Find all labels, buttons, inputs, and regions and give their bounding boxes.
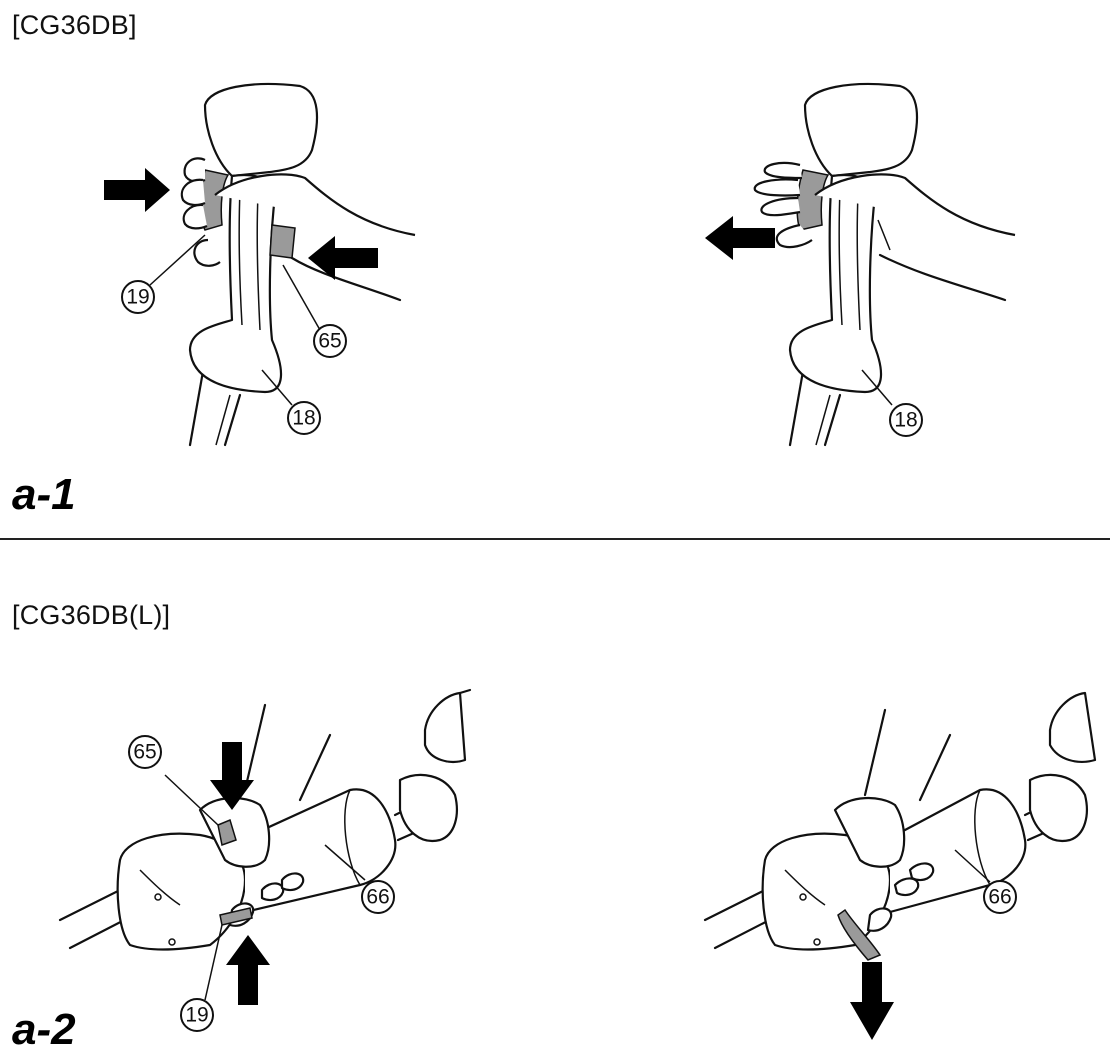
svg-text:65: 65 [318,330,341,353]
figure-label-a1: a-1 [12,470,76,519]
callout-19-throttle-lever: 19 [121,280,155,314]
figure-label-a2: a-2 [12,1005,76,1054]
svg-text:65: 65 [133,741,156,764]
svg-text:19: 19 [126,286,149,309]
callout-66-grip-released: 66 [983,880,1017,914]
model-label-cg36db-l: [CG36DB(L)] [12,600,171,630]
callout-18-handle-released: 18 [889,403,923,437]
callout-66-grip: 66 [361,880,395,914]
callout-65-lock-lever: 65 [313,324,347,358]
callout-19-throttle-lever-loop: 19 [180,998,214,1032]
model-label-cg36db: [CG36DB] [12,10,137,40]
loop-handle-illustration-pressed [58,688,472,1005]
rear-handle-illustration-pressed [104,82,416,447]
callout-65-lock-lever-loop: 65 [128,735,162,769]
section-divider [0,538,1110,540]
callout-18-handle: 18 [287,401,321,435]
svg-text:66: 66 [988,886,1011,909]
svg-text:19: 19 [185,1004,208,1027]
loop-handle-illustration-released [703,691,1097,1040]
rear-handle-illustration-released [705,82,1016,447]
svg-text:66: 66 [366,886,389,909]
svg-text:18: 18 [894,409,917,432]
svg-text:18: 18 [292,407,315,430]
